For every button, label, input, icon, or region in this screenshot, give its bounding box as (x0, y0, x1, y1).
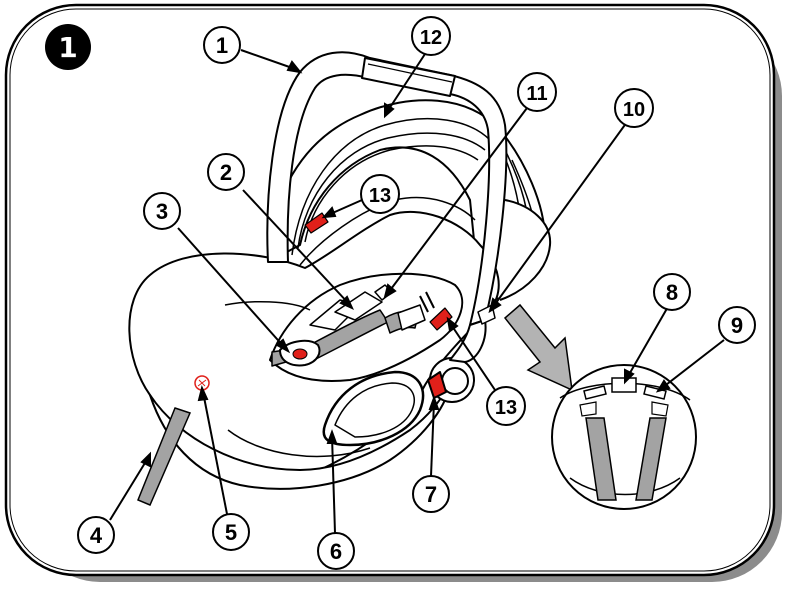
callout-8: 8 (653, 273, 691, 311)
harness-detail-view (551, 364, 697, 510)
canopy-fold-1 (291, 117, 491, 256)
callout-9-label: 9 (731, 313, 743, 338)
callout-12: 12 (411, 16, 451, 56)
detail-strap-right (635, 417, 667, 501)
harness-clip-right (397, 304, 426, 331)
frame-inner (9, 8, 771, 572)
callout-13-lower: 13 (486, 386, 526, 426)
handle-release-button (427, 371, 447, 399)
callout-1: 1 (203, 26, 241, 64)
callout-6-label: 6 (330, 539, 342, 564)
detail-guide-right (651, 401, 669, 417)
callout-4-label: 4 (90, 523, 103, 548)
step-number: 1 (58, 31, 77, 64)
callout-5-label: 5 (225, 520, 237, 545)
side-recess-inner (334, 382, 415, 438)
callout-11: 11 (517, 72, 557, 112)
callout-13-lower-label: 13 (495, 397, 517, 419)
canopy-fold-2 (297, 132, 486, 249)
detail-guide-left (579, 401, 597, 417)
detail-arrow (503, 303, 573, 392)
canopy-fold-3 (304, 145, 479, 243)
callout-8-label: 8 (666, 280, 678, 305)
side-recess (322, 370, 425, 447)
callout-12-label: 12 (420, 27, 442, 49)
leader-lines (109, 49, 725, 534)
car-seat (128, 51, 552, 490)
buckle-red-button (292, 348, 308, 360)
canopy-right-flap (499, 199, 552, 301)
callout-6: 6 (317, 532, 355, 570)
detail-slot-left (583, 385, 607, 400)
callout-11-label: 11 (526, 83, 547, 105)
belt-guide-lower (429, 307, 453, 331)
handle-lower-arm (449, 319, 487, 363)
step-badge: 1 (45, 24, 91, 70)
callout-5: 5 (212, 513, 250, 551)
callout-2: 2 (207, 153, 245, 191)
detail-circle (551, 364, 697, 510)
handle-grip-line (367, 63, 453, 83)
callout-3: 3 (143, 192, 181, 230)
callout-7-label: 7 (425, 482, 437, 507)
callout-7: 7 (412, 475, 450, 513)
detail-outline-bottom (569, 477, 681, 496)
callout-4: 4 (77, 516, 115, 554)
belt-end-strap (137, 407, 192, 506)
callout-2-label: 2 (220, 160, 232, 185)
seat-base-line (227, 429, 371, 458)
callout-13-upper-label: 13 (369, 185, 391, 207)
seat-back-line-2 (224, 300, 311, 311)
belt-slot-2 (425, 291, 435, 309)
callout-9: 9 (718, 306, 756, 344)
callout-13-upper: 13 (360, 174, 400, 214)
callout-3-label: 3 (156, 199, 168, 224)
callout-10: 10 (614, 88, 654, 128)
belt-slot-1 (419, 295, 429, 313)
callout-10-label: 10 (623, 99, 645, 121)
chest-pad-2 (334, 291, 383, 321)
callout-1-label: 1 (216, 33, 228, 58)
detail-strap-left (585, 417, 617, 501)
